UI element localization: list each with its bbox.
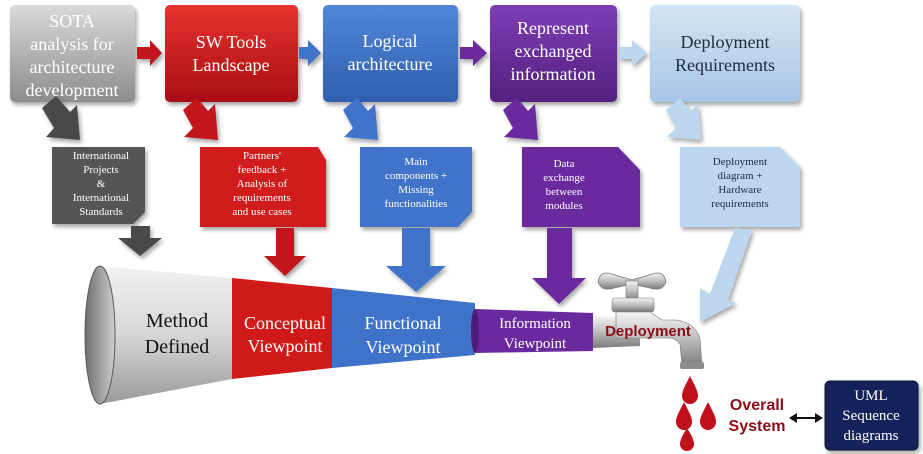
arrow-down-red (264, 228, 306, 276)
arrow-diag-lightblue (666, 98, 701, 140)
arrow-down-purple (532, 228, 586, 304)
mid-note-international-line-5: Standards (79, 206, 122, 218)
funnel-information-line-2: Viewpoint (504, 336, 567, 352)
mid-note-deploy-line-3: Hardware (718, 184, 761, 196)
arrow-diag-blue (343, 98, 378, 140)
drops (676, 376, 716, 451)
mid-note-main-components: Main components + Missing functionalitie… (360, 147, 472, 227)
funnel-conceptual-line-2: Viewpoint (248, 336, 323, 356)
tap-icon (597, 272, 704, 369)
top-box-sota: SOTA analysis for architecture developme… (10, 5, 135, 102)
top-box-logical-architecture: Logical architecture (323, 5, 458, 102)
funnel-section-functional (332, 288, 475, 368)
top-box-deployment-requirements: Deployment Requirements (650, 5, 800, 102)
uml-line-1: UML (854, 388, 887, 404)
top-box-sota-line-1: SOTA (49, 11, 95, 31)
mid-note-data-line-3: between (546, 186, 583, 198)
mid-note-partners: Partners' feedback + Analysis of require… (200, 147, 326, 227)
top-box-represent-information: Represent exchanged information (490, 5, 617, 102)
mid-note-deploy-line-1: Deployment (713, 156, 767, 168)
arrow-diag-gray (42, 96, 80, 140)
mid-note-deploy-line-4: requirements (711, 198, 768, 210)
arrow-right-blue (299, 40, 321, 66)
mid-note-partners-line-2: feedback + (238, 164, 287, 176)
arrow-down-gray (118, 226, 162, 256)
top-box-logical-line-1: Logical (363, 31, 418, 51)
funnel-functional-line-1: Functional (365, 313, 442, 333)
funnel-method-line-1: Method (146, 310, 208, 332)
overall-system-line-1: Overall (730, 397, 784, 414)
top-box-represent-line-2: exchanged (515, 41, 592, 61)
drop-icon (680, 428, 694, 451)
arrow-right-red (137, 40, 162, 66)
funnel-method-line-2: Defined (145, 336, 209, 358)
mid-note-partners-line-5: and use cases (232, 206, 291, 218)
funnel-functional-line-2: Viewpoint (366, 337, 441, 357)
drop-icon (700, 402, 716, 430)
arrow-diag-purple (503, 98, 538, 140)
mid-note-partners-line-3: Analysis of (237, 178, 288, 190)
drop-icon (682, 376, 698, 404)
top-box-sw-tools-line-2: Landscape (193, 55, 270, 75)
mid-note-deploy-line-2: diagram + (718, 170, 763, 182)
top-box-sota-line-2: analysis for (30, 34, 113, 54)
funnel-information-line-1: Information (499, 316, 571, 332)
top-box-sw-tools-line-1: SW Tools (196, 32, 267, 52)
double-arrow-icon (789, 413, 823, 423)
drop-icon (676, 402, 692, 430)
mid-note-partners-line-1: Partners' (243, 150, 281, 162)
arrow-diag-deployment-down (700, 228, 752, 322)
funnel (84, 265, 640, 405)
arrow-down-blue (386, 228, 446, 292)
mid-note-main-line-2: components + (385, 170, 447, 182)
top-box-deployment-line-2: Requirements (675, 55, 775, 75)
arrow-right-lightblue (619, 40, 647, 66)
funnel-section-information (475, 309, 593, 353)
uml-box: UML Sequence diagrams (824, 380, 919, 451)
mid-note-partners-line-4: requirements (233, 192, 290, 204)
mid-note-data-exchange: Data exchange between modules (522, 147, 640, 227)
mid-note-main-line-4: functionalities (385, 198, 448, 210)
mid-note-international-line-2: Projects (83, 164, 118, 176)
mid-note-international-line-3: & (97, 178, 106, 190)
mid-note-data-line-4: modules (545, 200, 582, 212)
arrow-diag-red (183, 98, 218, 140)
top-box-sota-line-4: development (26, 80, 119, 100)
mid-note-international-line-1: International (73, 150, 129, 162)
mid-note-main-line-1: Main (404, 156, 428, 168)
top-box-represent-line-1: Represent (517, 18, 589, 38)
funnel-section-method (100, 266, 232, 404)
mid-note-data-line-1: Data (554, 158, 575, 170)
funnel-section-conceptual (232, 278, 332, 379)
funnel-mouth (84, 265, 116, 405)
mid-note-international: International Projects & International S… (52, 147, 145, 224)
mid-note-international-line-4: International (73, 192, 129, 204)
top-box-logical-line-2: architecture (348, 54, 433, 74)
uml-line-3: diagrams (844, 428, 899, 444)
uml-line-2: Sequence (842, 408, 900, 424)
mid-note-data-line-2: exchange (543, 172, 585, 184)
funnel-deployment-label: Deployment (605, 323, 691, 340)
funnel-conceptual-line-1: Conceptual (244, 313, 326, 333)
overall-system-line-2: System (729, 418, 786, 435)
top-box-sw-tools: SW Tools Landscape (165, 5, 298, 102)
arrow-right-purple (460, 40, 487, 66)
top-box-represent-line-3: information (511, 64, 596, 84)
mid-note-deployment-diagram: Deployment diagram + Hardware requiremen… (680, 147, 800, 227)
top-box-sota-line-3: architecture (30, 57, 115, 77)
top-box-deployment-line-1: Deployment (681, 32, 770, 52)
mid-note-main-line-3: Missing (398, 184, 434, 196)
